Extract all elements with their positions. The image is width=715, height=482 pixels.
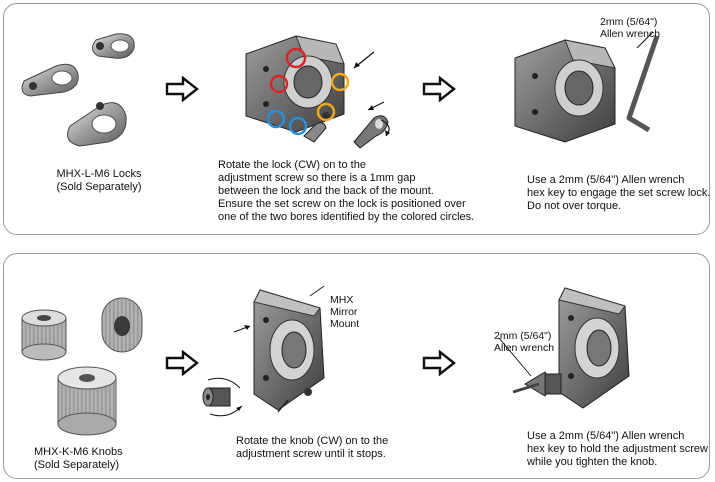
set-screw-instructions: Use a 2mm (5/64") Allen wrench hex key t… — [527, 174, 711, 212]
knobs-caption: MHX-K-M6 Knobs (Sold Separately) — [34, 446, 123, 471]
clockwise-arrow-icon — [380, 119, 390, 137]
yellow-bore-circle — [316, 102, 336, 122]
bottom-instruction-panel: MHX-K-M6 Knobs (Sold Separately) MHX Mir… — [3, 253, 710, 479]
red-bore-circle — [285, 47, 307, 69]
blue-bore-circle — [288, 116, 308, 136]
mount-with-allen-wrench-illustration — [514, 31, 660, 143]
mirror-mount-front-illustration — [202, 285, 325, 417]
lock-part — [21, 63, 79, 97]
top-instruction-panel: MHX-L-M6 Locks (Sold Separately) — [3, 3, 710, 235]
allen-wrench-callout: 2mm (5/64") Allen wrench — [494, 330, 555, 354]
right-arrow-outline-icon — [422, 350, 456, 376]
allen-wrench-callout: 2mm (5/64") Allen wrench — [600, 16, 661, 40]
knob-instructions: Rotate the knob (CW) on to the adjustmen… — [236, 435, 389, 460]
mirror-mount-callout: MHX Mirror Mount — [330, 294, 360, 330]
allen-wrench — [626, 35, 660, 133]
hold-screw-instructions: Use a 2mm (5/64") Allen wrench hex key t… — [527, 430, 708, 468]
blue-bore-circle — [266, 109, 286, 129]
mount-with-allen-wrench-knob-illustration — [498, 287, 630, 409]
lock-part — [92, 33, 135, 59]
knob-part — [21, 309, 67, 361]
lock-part — [353, 115, 389, 149]
right-arrow-outline-icon — [165, 76, 199, 102]
right-arrow-outline-icon — [422, 76, 456, 102]
right-arrow-outline-icon — [165, 350, 199, 376]
red-bore-circle — [269, 74, 289, 94]
mount-rear-illustration — [245, 35, 389, 149]
allen-wrench — [512, 382, 540, 394]
knob-part — [202, 387, 231, 407]
knob-part — [57, 366, 117, 436]
yellow-bore-circle — [330, 72, 350, 92]
lock-part — [67, 102, 127, 147]
knobs-illustration — [21, 297, 143, 436]
locks-caption: MHX-L-M6 Locks (Sold Separately) — [56, 168, 142, 193]
knob-part — [101, 297, 143, 353]
locks-illustration — [21, 33, 135, 147]
lock-instructions: Rotate the lock (CW) on to the adjustmen… — [218, 159, 475, 223]
